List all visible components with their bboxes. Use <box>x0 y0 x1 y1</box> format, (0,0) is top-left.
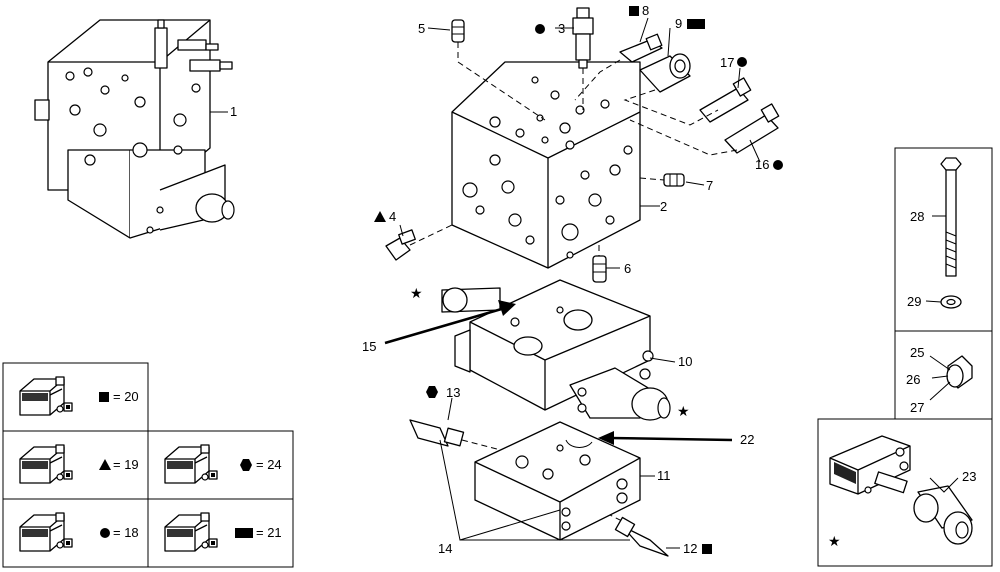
callout-16-circle-symbol <box>773 160 783 170</box>
fitting-12 <box>614 516 669 557</box>
plug-panel <box>894 330 993 420</box>
detail-star-panel <box>817 418 993 567</box>
callout-3: 3 <box>558 21 565 36</box>
legend-circle-text: = 18 <box>113 525 139 540</box>
callout-17-circle-symbol <box>737 57 747 67</box>
legend-rect-text: = 21 <box>256 525 282 540</box>
callout-9-rect-symbol <box>687 19 705 29</box>
callout-4-triangle-symbol <box>374 211 386 222</box>
main-valve-block <box>451 61 641 269</box>
star-marker-3: ★ <box>828 534 841 550</box>
callout-28: 28 <box>910 209 924 224</box>
plug-7 <box>663 173 685 187</box>
callout-11: 11 <box>657 468 671 483</box>
plug-6 <box>592 255 607 283</box>
legend-entries: = 20 = 19 = 24 = 18 = 21 <box>99 389 282 540</box>
assembly-lines <box>409 42 738 526</box>
fitting-3 <box>572 7 594 69</box>
fitting-8 <box>619 33 663 63</box>
callout-17: 17 <box>720 55 734 70</box>
assembled-valve-block <box>34 19 235 239</box>
callout-9: 9 <box>675 16 682 31</box>
callout-22: 22 <box>740 432 754 447</box>
legend-hexagon-text: = 24 <box>256 457 282 472</box>
callout-8-square-symbol <box>629 6 639 16</box>
callout-26: 26 <box>906 372 920 387</box>
callout-3-circle-symbol <box>535 24 545 34</box>
legend-square-text: = 20 <box>113 389 139 404</box>
callout-10: 10 <box>678 354 692 369</box>
callout-5: 5 <box>418 21 425 36</box>
plug-5 <box>451 19 465 43</box>
legend-grid <box>2 362 294 568</box>
callout-13: 13 <box>446 385 460 400</box>
fitting-13 <box>409 419 465 447</box>
callout-25: 25 <box>910 345 924 360</box>
arrow-22 <box>598 431 733 445</box>
star-marker-1: ★ <box>410 286 423 302</box>
callout-12-square-symbol <box>702 544 712 554</box>
callout-12: 12 <box>683 541 697 556</box>
legend-rect-symbol <box>235 528 253 538</box>
callout-8: 8 <box>642 3 649 18</box>
legend-square-symbol <box>99 392 109 402</box>
callout-15: 15 <box>362 339 376 354</box>
section-valve-10 <box>441 279 671 421</box>
callout-29: 29 <box>907 294 921 309</box>
callout-6: 6 <box>624 261 631 276</box>
callout-23: 23 <box>962 469 976 484</box>
callout-14: 14 <box>438 541 452 556</box>
legend-circle-symbol <box>100 528 110 538</box>
fitting-4 <box>385 229 416 261</box>
callout-16: 16 <box>755 157 769 172</box>
star-markers: ★ ★ ★ <box>410 286 841 550</box>
section-valve-11 <box>474 421 641 541</box>
leader-lines <box>210 17 761 549</box>
callout-7: 7 <box>706 178 713 193</box>
star-marker-2: ★ <box>677 404 690 420</box>
fitting-9 <box>639 53 691 93</box>
callout-2: 2 <box>660 199 667 214</box>
arrow-15 <box>384 300 516 345</box>
callout-1: 1 <box>230 104 237 119</box>
callout-13-hexagon-symbol <box>426 386 438 398</box>
bolt-panel <box>894 147 993 332</box>
fitting-16 <box>724 103 780 154</box>
callout-27: 27 <box>910 400 924 415</box>
legend-triangle-text: = 19 <box>113 457 139 472</box>
callout-4: 4 <box>389 209 396 224</box>
